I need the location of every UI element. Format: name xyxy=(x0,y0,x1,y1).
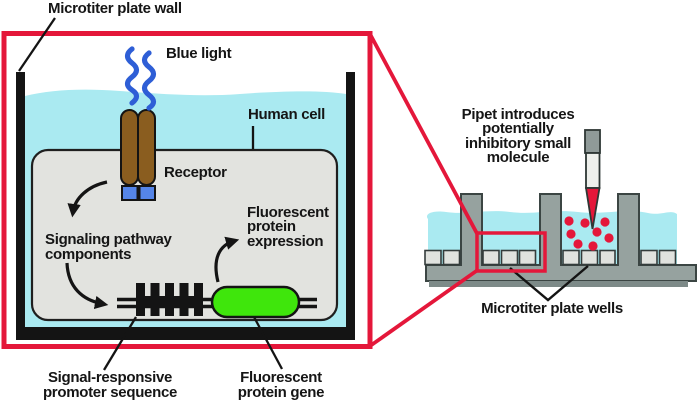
signaling-pathway-label: Signaling pathway components xyxy=(45,231,172,264)
microtiter-plate-wall-label: Microtiter plate wall xyxy=(48,0,182,17)
red-zoom-frame xyxy=(1,31,373,349)
promoter-pointer-line xyxy=(103,316,137,371)
human-cell-label: Human cell xyxy=(248,106,326,123)
plate-body xyxy=(425,193,697,282)
zoomed-well-panel xyxy=(1,17,373,371)
zoom-connector-lines xyxy=(368,33,479,348)
plate-underside xyxy=(429,281,688,287)
blue-light-label: Blue light xyxy=(166,45,232,62)
wells-pointer-lines xyxy=(509,265,589,302)
promoter-sequence-shape xyxy=(136,283,203,316)
zoom-highlight-rect xyxy=(475,231,547,273)
pipet-icon xyxy=(584,129,601,230)
wall-pointer-line xyxy=(18,17,56,72)
fluorescent-protein-gene-shape xyxy=(210,285,301,319)
microtiter-plate-wells-label: Microtiter plate wells xyxy=(481,300,623,317)
fluorescent-gene-label: Fluorescent protein gene xyxy=(237,369,325,402)
fluorescent-expression-label: Fluorescent protein expression xyxy=(247,204,329,250)
arrow-receptor-to-signaling xyxy=(67,180,108,218)
arrow-gene-to-expression xyxy=(214,236,240,283)
arrow-signaling-to-promoter xyxy=(65,262,109,310)
blue-light-waves-icon xyxy=(124,46,157,111)
inhibitor-molecule-dots xyxy=(564,216,614,251)
signal-responsive-promoter-label: Signal-responsive promoter sequence xyxy=(42,369,178,402)
pipet-label: Pipet introduces potentially inhibitory … xyxy=(461,106,575,167)
plate-cross-section xyxy=(368,33,697,348)
receptor-icon xyxy=(120,109,156,201)
human-cell-body xyxy=(30,148,339,322)
receptor-label: Receptor xyxy=(164,164,227,181)
well-cells xyxy=(424,249,677,266)
gene-pointer-line xyxy=(252,316,284,370)
